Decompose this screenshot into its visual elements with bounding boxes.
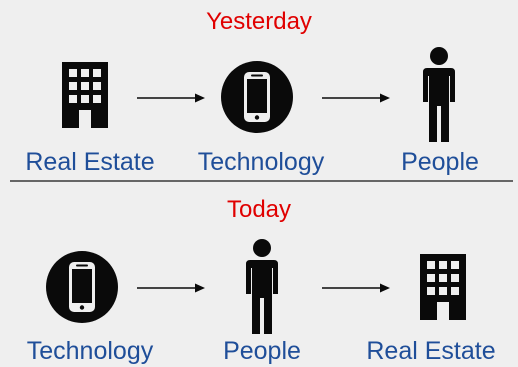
arrow-right-icon (322, 93, 390, 103)
arrow-right-icon (137, 93, 205, 103)
smartphone-icon (221, 61, 293, 133)
building-icon (420, 254, 466, 320)
person-icon (423, 47, 455, 142)
arrow-right-icon (137, 283, 205, 293)
arrow-right-icon (322, 283, 390, 293)
step-label: Real Estate (25, 148, 155, 176)
step-label: Real Estate (366, 337, 496, 365)
today-heading: Today (226, 196, 292, 223)
building-icon (62, 62, 108, 128)
step-label: Technology (197, 148, 325, 176)
person-icon (246, 239, 278, 334)
step-label: People (223, 337, 301, 365)
step-label: People (401, 148, 479, 176)
section-divider (10, 180, 513, 182)
smartphone-icon (46, 251, 118, 323)
yesterday-heading: Yesterday (206, 8, 312, 35)
step-label: Technology (26, 337, 154, 365)
